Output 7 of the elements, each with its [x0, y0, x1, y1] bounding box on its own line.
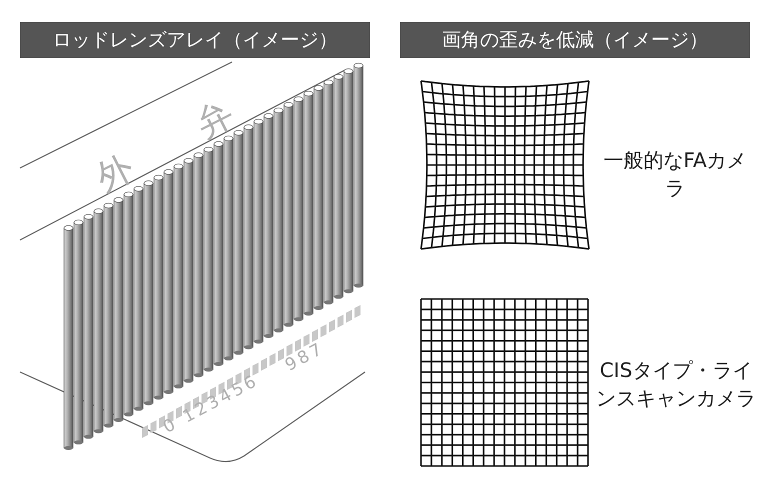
section-heading: 画角の歪みを低減（イメージ） — [400, 22, 750, 58]
caption: CISタイプ・ラインスキャンカメラ — [596, 357, 756, 412]
section-heading: ロッドレンズアレイ（イメージ） — [20, 22, 370, 58]
caption: 一般的なFAカメラ — [602, 147, 748, 202]
card-text: 弁 — [188, 92, 242, 148]
card-text: 987 — [282, 338, 328, 376]
card-text: 外 — [88, 146, 142, 202]
